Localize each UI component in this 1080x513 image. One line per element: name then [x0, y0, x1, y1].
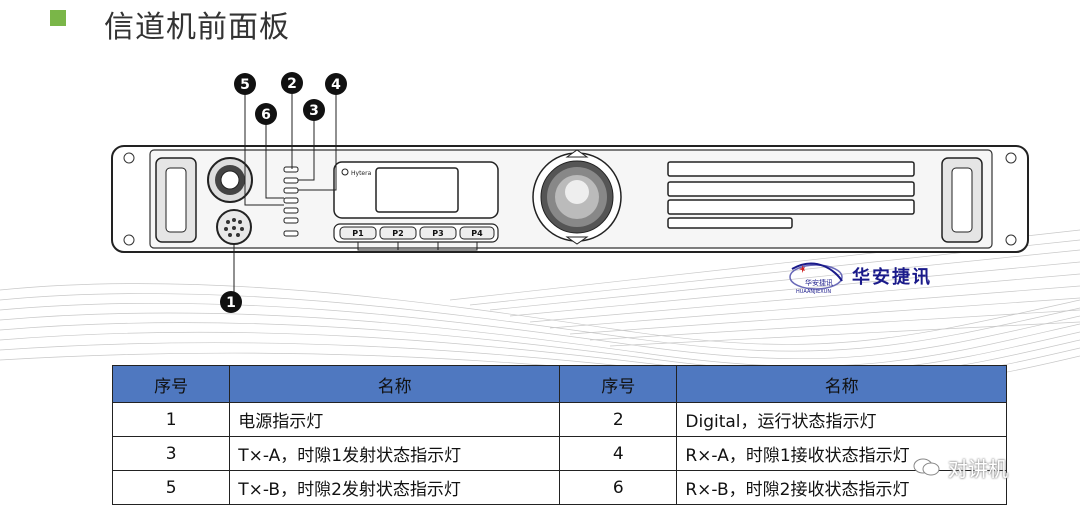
p4-label: P4 — [471, 229, 483, 238]
row-index: 5 — [111, 470, 231, 505]
p2-key — [379, 226, 417, 240]
callout-5: 5 — [240, 77, 250, 93]
callout-4: 4 — [331, 77, 341, 93]
header-index-2: 序号 — [559, 365, 678, 403]
company-logo — [789, 262, 843, 290]
row-name: R×-B，时隙2接收状态指示灯 — [676, 470, 1007, 505]
p1-key — [339, 226, 377, 240]
slide-title: 信道机前面板 — [104, 10, 290, 45]
led-indicators — [283, 166, 299, 237]
indicator-table: 序号 名称 序号 名称 1 电源指示灯 2 Digital，运行状态指示灯 3 … — [111, 365, 1007, 505]
logo-small-text: 华安捷讯 — [805, 279, 833, 287]
callout-1: 1 — [226, 295, 236, 311]
watermark-label: 对讲机 — [948, 457, 1008, 481]
callout-2: 2 — [287, 76, 297, 92]
callout-3: 3 — [309, 103, 319, 119]
row-name: T×-B，时隙2发射状态指示灯 — [229, 470, 561, 505]
function-keys — [339, 226, 495, 240]
header-index-1: 序号 — [111, 365, 231, 403]
p3-key — [419, 226, 457, 240]
table-header-row: 序号 名称 序号 名称 — [111, 365, 1007, 403]
screen-brand: Hytera — [351, 170, 372, 177]
wechat-icon — [913, 458, 940, 476]
row-index: 3 — [111, 436, 231, 471]
header-name-2: 名称 — [676, 365, 1007, 403]
p3-label: P3 — [432, 229, 443, 238]
row-index: 6 — [559, 470, 678, 505]
row-name: T×-A，时隙1发射状态指示灯 — [229, 436, 561, 471]
p2-label: P2 — [392, 229, 403, 238]
row-name: 电源指示灯 — [229, 402, 561, 437]
p1-label: P1 — [352, 229, 364, 238]
lcd-screen — [375, 167, 459, 213]
row-index: 4 — [559, 436, 678, 471]
p4-key — [459, 226, 495, 240]
header-name-1: 名称 — [229, 365, 561, 403]
table-row: 1 电源指示灯 2 Digital，运行状态指示灯 — [111, 402, 1007, 437]
row-name: Digital，运行状态指示灯 — [676, 402, 1007, 437]
callout-6: 6 — [261, 107, 271, 123]
watermark-text: 对讲机 — [912, 453, 1008, 482]
table-row: 5 T×-B，时隙2发射状态指示灯 6 R×-B，时隙2接收状态指示灯 — [111, 470, 1007, 505]
callout-markers — [220, 72, 347, 313]
logo-name: 华安捷讯 — [852, 267, 932, 288]
title-bullet — [50, 10, 66, 26]
row-index: 1 — [111, 402, 231, 437]
logo-pinyin: HUAANJIEXUN — [796, 289, 832, 295]
table-row: 3 T×-A，时隙1发射状态指示灯 4 R×-A，时隙1接收状态指示灯 — [111, 436, 1007, 471]
row-index: 2 — [559, 402, 678, 437]
vent-slots — [667, 161, 915, 229]
